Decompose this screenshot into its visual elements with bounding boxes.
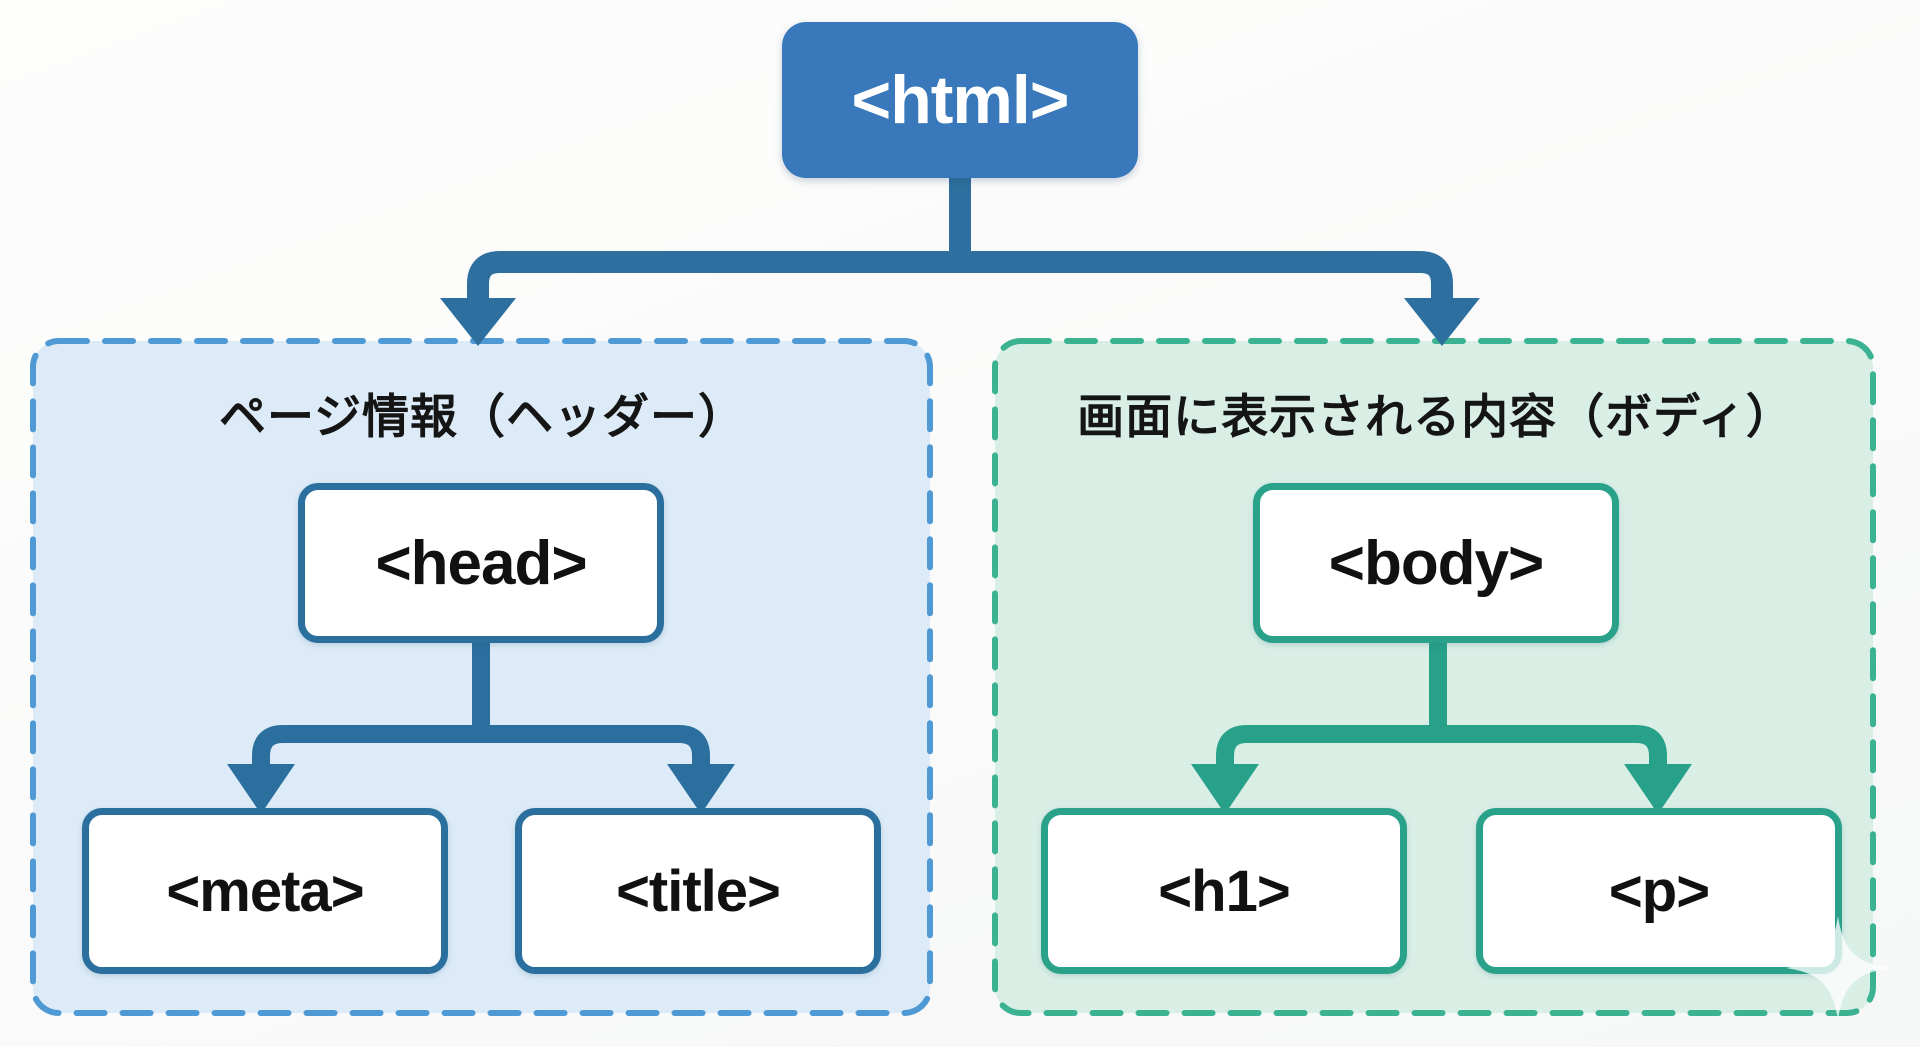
arrowhead-to-meta [227, 764, 295, 814]
node-h1: <h1> [1041, 808, 1407, 974]
node-meta: <meta> [82, 808, 448, 974]
node-html: <html> [782, 22, 1138, 178]
arrowhead-to-header-group [440, 298, 516, 346]
arrowhead-to-body-group [1404, 298, 1480, 346]
node-p: <p> [1476, 808, 1842, 974]
node-title: <title> [515, 808, 881, 974]
arrowhead-to-p [1624, 764, 1692, 814]
node-body: <body> [1253, 483, 1619, 643]
head-branch-connector [252, 638, 710, 772]
arrowhead-to-title [667, 764, 735, 814]
body-group-title: 画面に表示される内容（ボディ） [1077, 390, 1794, 443]
sparkle-watermark-icon [1786, 916, 1890, 1020]
node-head: <head> [298, 483, 664, 643]
body-branch-connector [1216, 638, 1667, 772]
arrowhead-to-h1 [1191, 764, 1259, 814]
html-branch-connector [467, 172, 1453, 314]
header-group-title: ページ情報（ヘッダー） [218, 390, 747, 443]
